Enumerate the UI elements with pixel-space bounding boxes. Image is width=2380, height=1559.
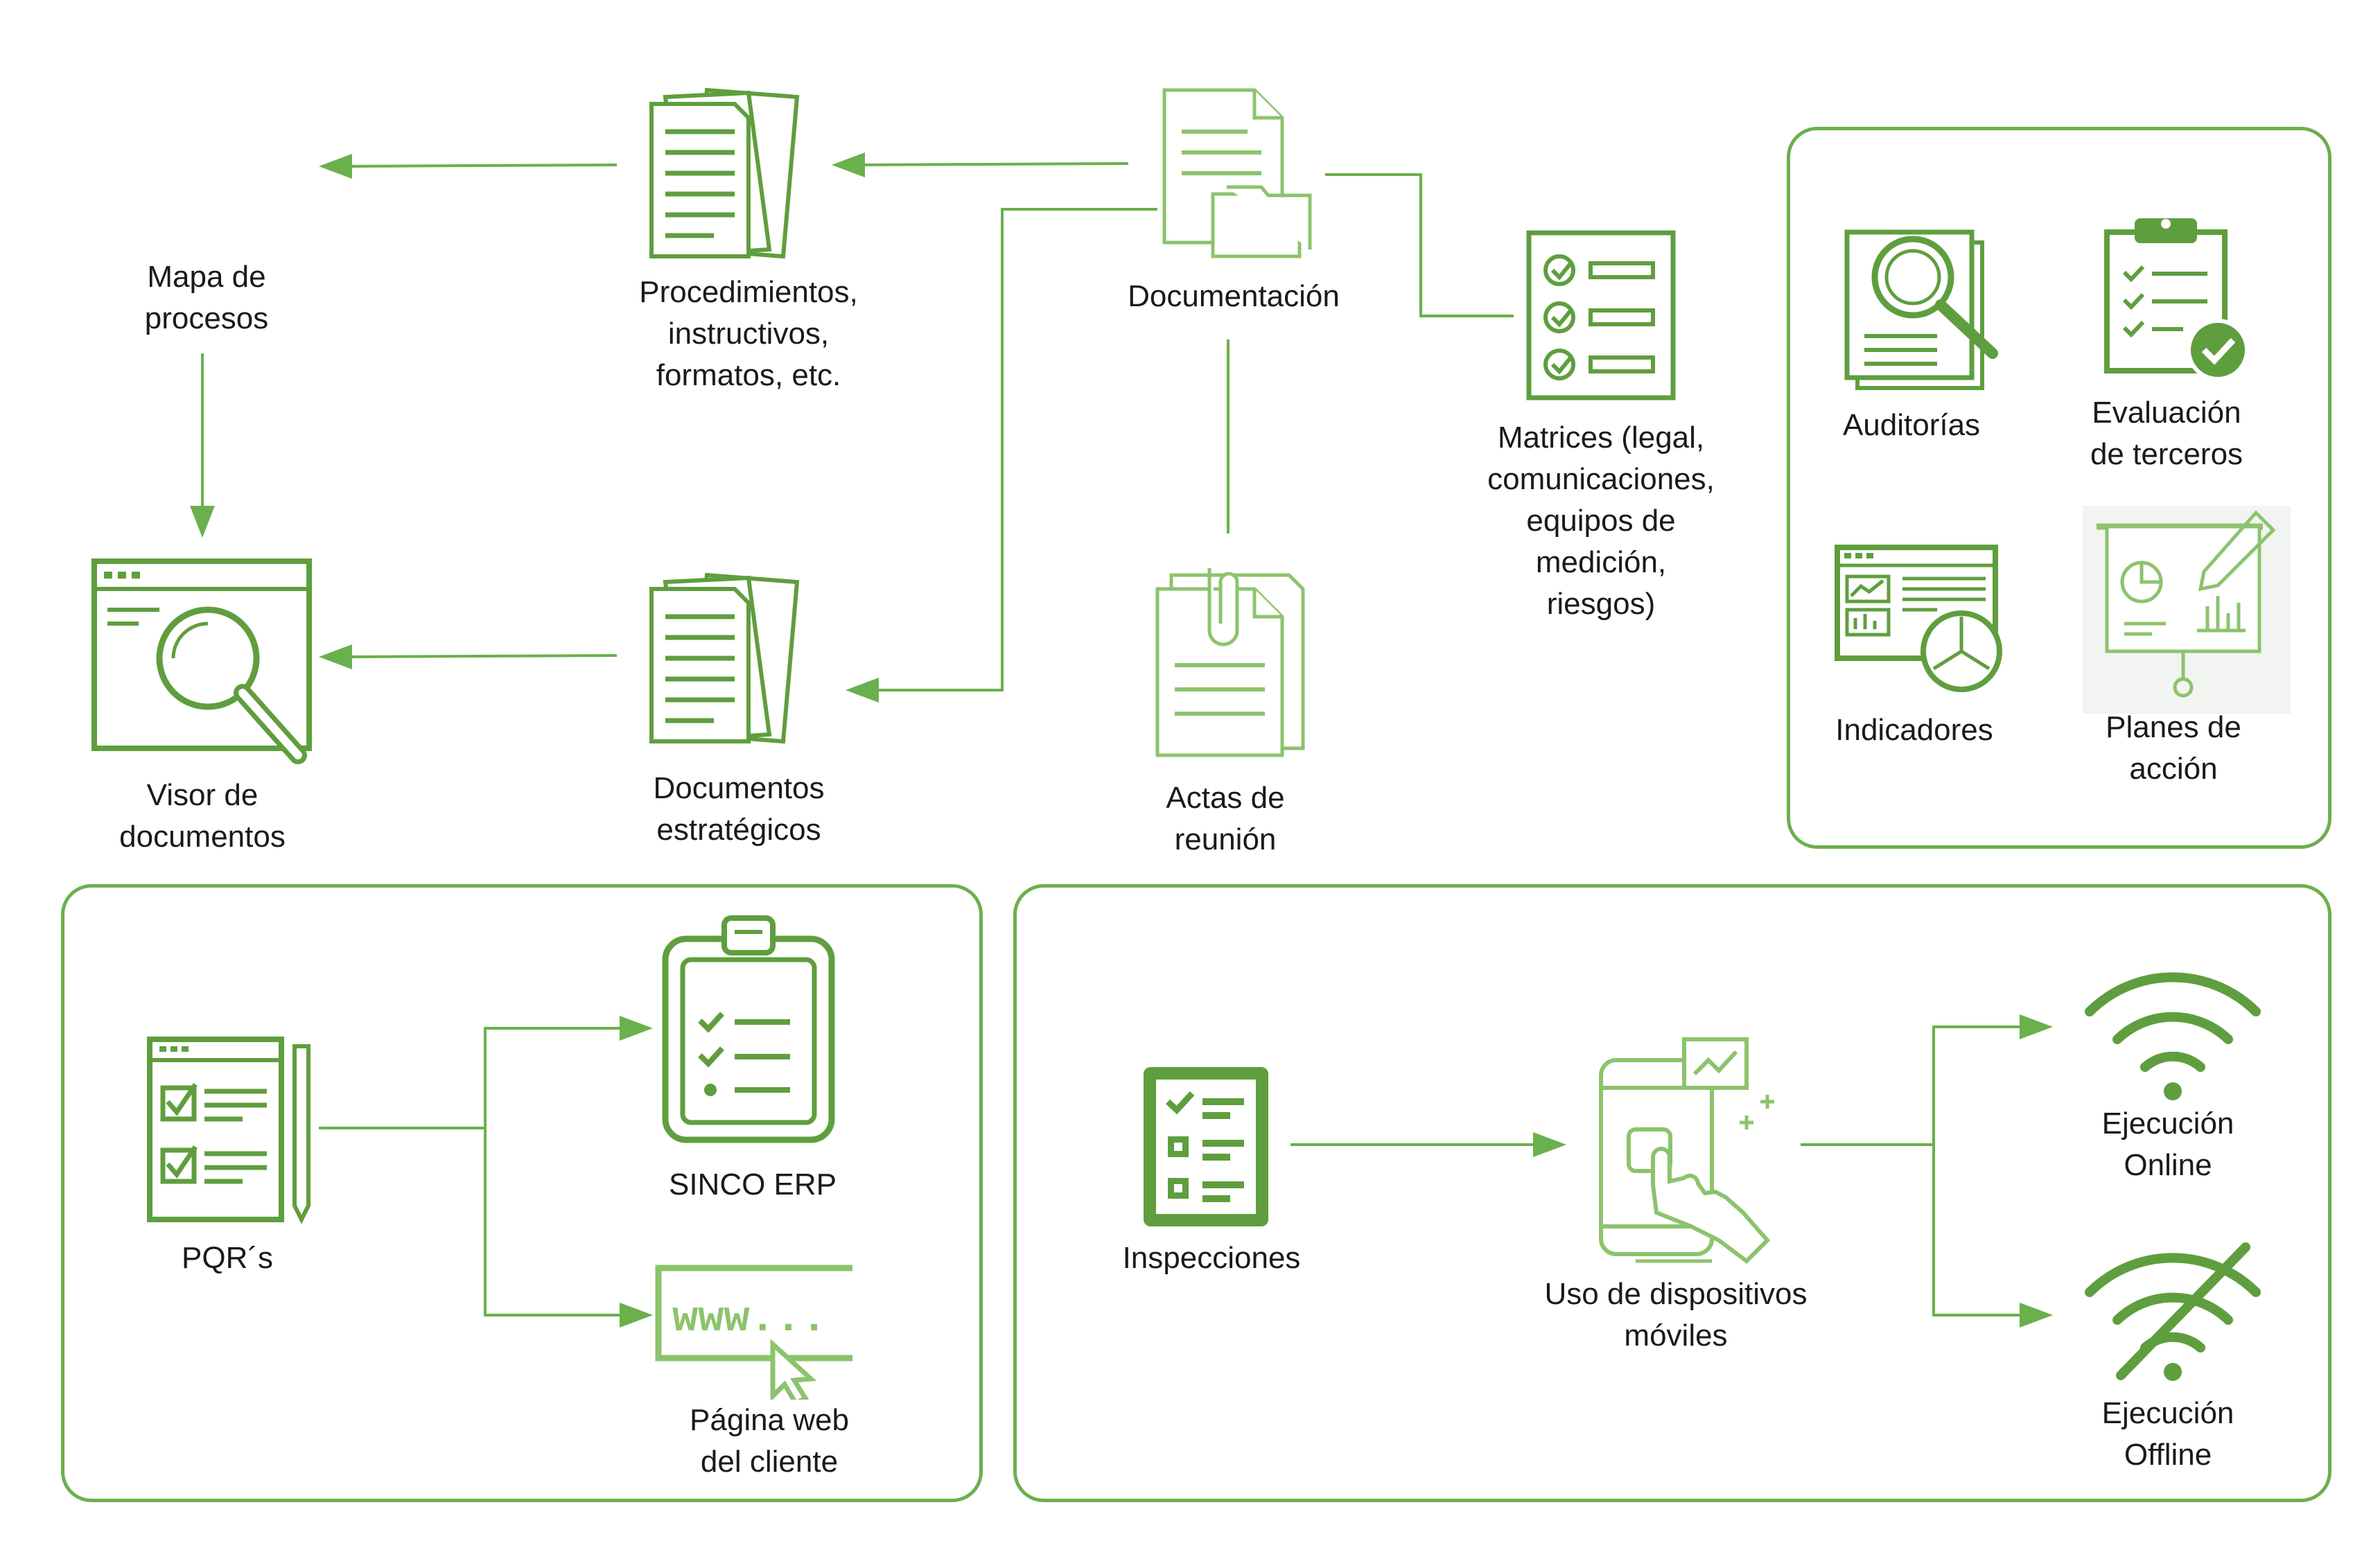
label-ejecucion-online: Ejecución Online <box>2101 1107 2234 1182</box>
web-address-icon: www... <box>655 1265 852 1400</box>
arrowhead-estrategicos <box>846 678 879 703</box>
file-folder-icon <box>1162 88 1312 258</box>
clipboard-check-icon <box>2104 218 2249 381</box>
label-documentos-estrategicos: Documentos estratégicos <box>653 771 825 847</box>
label-mapa-de-procesos: Mapa de procesos <box>144 260 269 335</box>
inspection-list-icon <box>1144 1067 1268 1226</box>
label-procedimientos: Procedimientos, instructivos, formatos, … <box>639 275 858 392</box>
connector-mobile-to-offline <box>1932 1145 2024 1316</box>
label-visor-de-documentos: Visor de documentos <box>119 778 286 854</box>
label-sinco-erp: SINCO ERP <box>668 1168 837 1201</box>
label-matrices: Matrices (legal, comunicaciones, equipos… <box>1487 421 1715 621</box>
arrowhead-offline <box>2020 1303 2053 1328</box>
arrowhead-proc <box>832 152 865 177</box>
arrowhead-web <box>620 1303 653 1328</box>
label-inspecciones: Inspecciones <box>1122 1241 1301 1275</box>
presentation-chart-icon <box>2083 506 2291 714</box>
connector-pqr-to-sinco <box>319 1027 624 1129</box>
monitoring-group-box <box>1787 127 2331 849</box>
arrowhead-mapa <box>319 154 352 179</box>
connector-doc-to-proc <box>859 162 1129 166</box>
mobile-touch-icon <box>1599 1037 1774 1264</box>
label-actas-de-reunion: Actas de reunión <box>1166 781 1285 856</box>
checklist-matrix-icon <box>1526 230 1676 400</box>
search-window-icon <box>91 558 312 764</box>
connector-estrategicos-to-visor <box>346 654 618 658</box>
document-stack-icon <box>649 572 800 744</box>
audit-magnifier-icon <box>1844 229 1998 390</box>
arrowhead-mobile <box>1533 1132 1566 1157</box>
arrowhead-visor <box>319 644 352 669</box>
label-pqrs: PQR´s <box>182 1241 273 1275</box>
connector-mobile-to-online <box>1801 1025 2024 1146</box>
arrowhead-visor-down <box>190 506 215 538</box>
connector-proc-to-mapa <box>346 164 618 168</box>
label-indicadores: Indicadores <box>1835 713 1993 747</box>
dashboard-icon <box>1835 545 2002 692</box>
clipped-document-icon <box>1155 568 1305 757</box>
clipboard-list-icon <box>662 915 835 1143</box>
wifi-icon <box>2085 972 2261 1100</box>
connector-pqr-to-web <box>484 1128 624 1316</box>
connector-doc-to-estrategicos <box>873 208 1157 692</box>
label-ejecucion-offline: Ejecución Offline <box>2101 1396 2234 1472</box>
pqr-group-box <box>61 884 983 1502</box>
mobile-group-box <box>1013 884 2331 1502</box>
label-auditorias: Auditorías <box>1842 408 1981 442</box>
label-pagina-web: Página web del cliente <box>690 1403 849 1479</box>
label-planes-de-accion: Planes de acción <box>2106 710 2241 786</box>
web-address-text: www... <box>672 1294 827 1344</box>
wifi-off-icon <box>2085 1242 2261 1381</box>
form-pencil-icon <box>147 1037 310 1224</box>
label-documentacion: Documentación <box>1128 279 1340 313</box>
arrowhead-online <box>2020 1014 2053 1039</box>
document-stack-icon <box>649 87 800 259</box>
label-evaluacion-de-terceros: Evaluación de terceros <box>2090 396 2243 471</box>
label-uso-de-dispositivos: Uso de dispositivos móviles <box>1544 1277 1808 1353</box>
arrowhead-sinco <box>620 1016 653 1041</box>
connector-doc-to-matrices <box>1325 173 1514 317</box>
